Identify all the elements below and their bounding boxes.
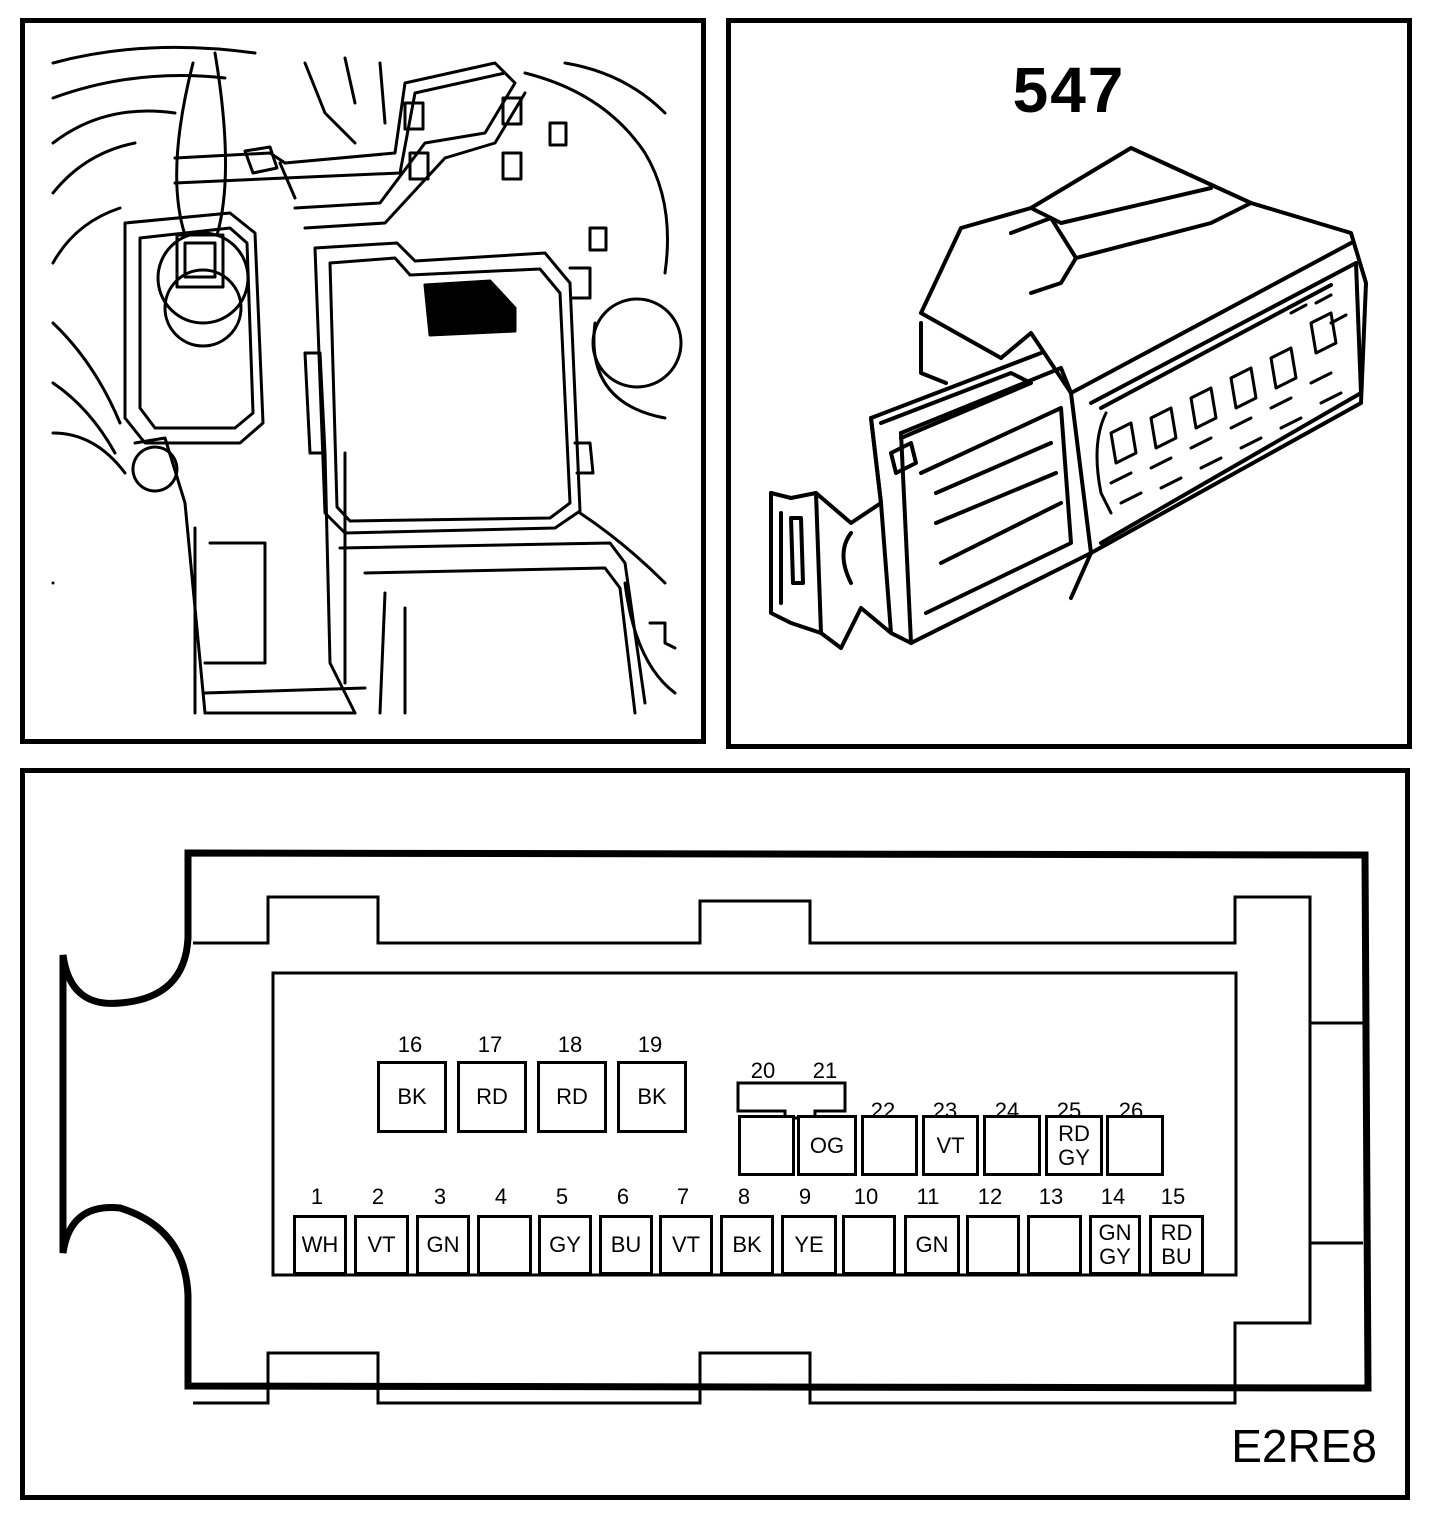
wire-color: RD [476,1084,508,1109]
pin-number-7: 7 [676,1184,690,1209]
pin-cell-13 [1027,1215,1082,1275]
pin-cell-6: BU [599,1215,653,1275]
pin-number-1: 1 [310,1184,324,1209]
pin-cell-21: OG [797,1115,857,1176]
connector-drawing [769,146,1368,650]
wire-color: OG [809,1132,845,1158]
pin-cell-23: VT [922,1115,979,1176]
pin-cell-20 [738,1115,795,1176]
diagram-code: E2RE8 [1231,1420,1377,1472]
pin-cell-22 [861,1115,918,1176]
pin-number-10: 10 [853,1184,879,1209]
location-drawing [51,45,683,715]
wire-color: VT [367,1232,396,1257]
wire-color: VT [936,1132,965,1158]
connector-view-panel: 547 [726,18,1412,749]
wire-color: BU [1161,1244,1192,1269]
wire-color: GN [915,1232,949,1257]
pin-cell-4 [477,1215,532,1275]
pin-number-20: 20 [750,1058,776,1083]
connector-id-label: 547 [1012,54,1126,126]
pin-number-12: 12 [977,1184,1003,1209]
wire-color: GY [549,1232,581,1257]
pin-cell-1: WH [293,1215,347,1275]
pin-cell-5: GY [538,1215,592,1275]
wire-color: BU [610,1232,642,1257]
pin-number-5: 5 [555,1184,569,1209]
pin-number-8: 8 [737,1184,751,1209]
pin-number-16: 16 [397,1032,423,1057]
pin-cell-12 [966,1215,1020,1275]
pin-number-18: 18 [557,1032,583,1057]
pin-cell-7: VT [659,1215,713,1275]
wire-color: GY [1099,1244,1131,1269]
pin-cell-10 [842,1215,896,1275]
pin-cell-2: VT [354,1215,409,1275]
pin-number-9: 9 [798,1184,812,1209]
pin-cell-26 [1106,1115,1164,1176]
wire-color: RD [556,1084,588,1109]
pin-number-13: 13 [1038,1184,1064,1209]
pin-cell-16: BK [377,1061,447,1133]
pin-cell-9: YE [781,1215,837,1275]
location-view-panel [20,18,706,744]
pin-number-15: 15 [1160,1184,1186,1209]
pin-number-6: 6 [616,1184,630,1209]
pin-cell-8: BK [720,1215,774,1275]
pin-number-19: 19 [637,1032,663,1057]
wire-color: RD [1058,1120,1090,1146]
wire-color: BK [732,1232,762,1257]
pin-number-11: 11 [916,1184,940,1209]
connector-outline [59,849,1372,1405]
wire-color: YE [794,1232,824,1257]
pin-cell-18: RD [537,1061,607,1133]
pin-cell-3: GN [416,1215,470,1275]
wire-color: GY [1058,1144,1090,1170]
pin-cell-17: RD [457,1061,527,1133]
pin-number-17: 17 [477,1032,503,1057]
pin-number-2: 2 [371,1184,385,1209]
pin-cell-24 [983,1115,1041,1176]
pin-cell-11: GN [904,1215,960,1275]
wire-color: BK [397,1084,427,1109]
wire-color: VT [671,1232,701,1257]
wire-color: GN [1098,1220,1132,1245]
wire-color: WH [301,1232,339,1257]
pin-number-4: 4 [494,1184,508,1209]
pin-number-21: 21 [812,1058,838,1083]
pin-number-14: 14 [1100,1184,1126,1209]
wire-color: GN [426,1232,460,1257]
pin-cell-19: BK [617,1061,687,1133]
pin-number-3: 3 [433,1184,447,1209]
wire-color: RD [1160,1220,1193,1245]
wire-color: BK [637,1084,667,1109]
